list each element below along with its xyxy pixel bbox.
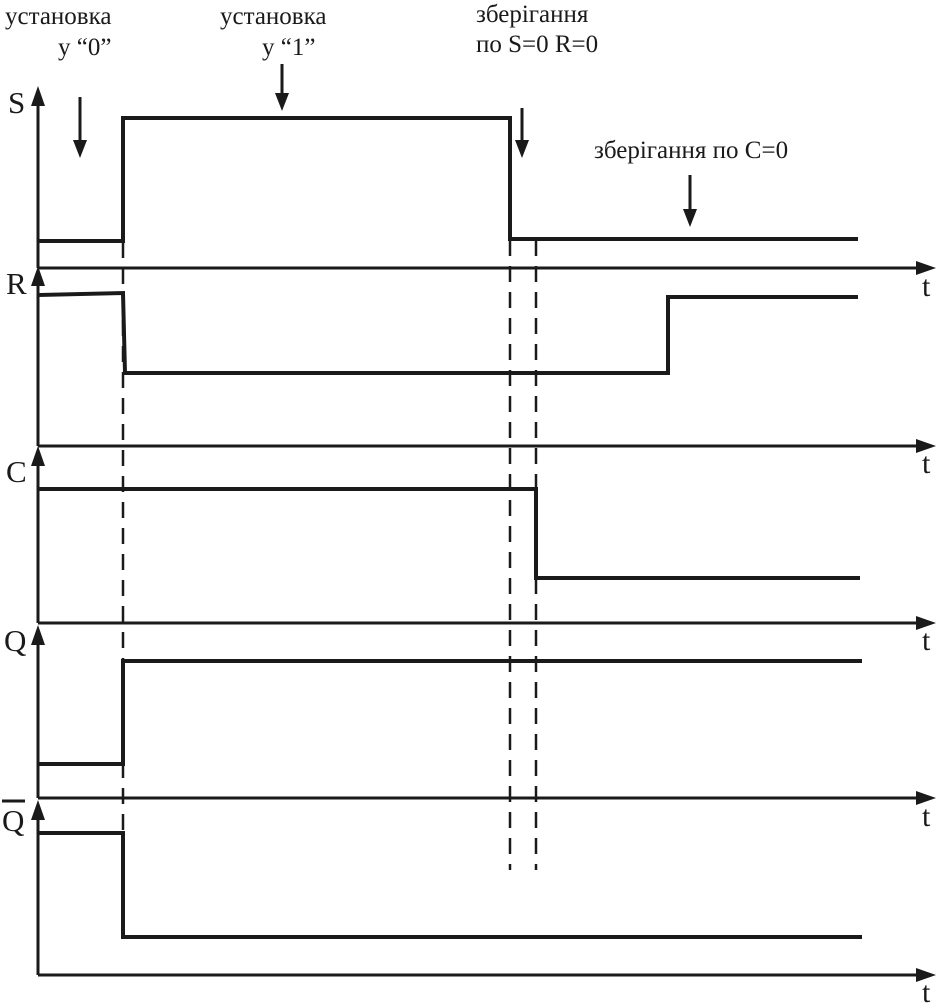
annotation-hold-c: зберігання по С=0 xyxy=(594,137,788,164)
annotation-set-zero-line1: установка xyxy=(5,3,111,30)
channel-r-label: R xyxy=(6,266,27,301)
channel-q: Q t xyxy=(4,623,936,833)
channel-q-bar-label: Q xyxy=(2,803,24,838)
channel-s-label: S xyxy=(8,85,25,120)
channel-c-time-label: t xyxy=(922,624,931,657)
channel-r-waveform xyxy=(37,290,858,375)
channel-r-y-axis-arrow xyxy=(31,266,45,286)
channel-c: C t xyxy=(6,446,936,657)
channel-q-label: Q xyxy=(4,623,26,658)
channel-q-bar-y-axis-arrow xyxy=(31,800,45,820)
pointer-arrow-hold-sr xyxy=(515,108,529,158)
channel-q-bar-waveform xyxy=(38,831,862,939)
channel-q-waveform xyxy=(38,659,862,766)
channel-c-time-axis-arrow xyxy=(916,616,936,630)
channel-c-waveform xyxy=(38,487,860,580)
annotation-set-one-line2: у “1” xyxy=(262,34,315,61)
channel-q-time-label: t xyxy=(922,800,931,833)
channel-q-time-axis-arrow xyxy=(916,791,936,805)
channel-c-y-axis-arrow xyxy=(31,446,45,466)
channel-q-y-axis-arrow xyxy=(31,625,45,645)
annotation-set-zero: установка у “0” xyxy=(5,3,111,61)
annotation-set-one-line1: установка xyxy=(220,3,326,30)
channel-s: S t xyxy=(8,85,936,303)
channel-s-time-label: t xyxy=(922,270,931,303)
channel-r-time-label: t xyxy=(922,447,931,480)
channel-r-time-axis-arrow xyxy=(916,439,936,453)
annotation-set-zero-line2: у “0” xyxy=(58,34,111,61)
channel-s-y-axis-arrow xyxy=(31,86,45,106)
annotation-hold-c-line1: зберігання по С=0 xyxy=(594,137,788,164)
channel-c-label: C xyxy=(6,454,27,489)
annotation-set-one: установка у “1” xyxy=(220,3,326,61)
pointer-arrow-hold-c xyxy=(683,175,697,227)
channel-s-waveform xyxy=(38,116,858,243)
channel-r: R t xyxy=(6,266,936,480)
channel-q-bar-time-axis-arrow xyxy=(916,968,936,982)
annotation-hold-sr: зберігання по S=0 R=0 xyxy=(476,1,598,58)
annotation-hold-sr-line2: по S=0 R=0 xyxy=(476,31,598,58)
pointer-arrow-set-one xyxy=(275,64,289,111)
channel-q-bar: Q t xyxy=(2,799,936,1004)
annotation-hold-sr-line1: зберігання xyxy=(476,1,589,28)
channel-q-bar-time-label: t xyxy=(922,976,931,1004)
channel-s-time-axis-arrow xyxy=(916,261,936,275)
pointer-arrow-set-zero xyxy=(73,97,87,158)
